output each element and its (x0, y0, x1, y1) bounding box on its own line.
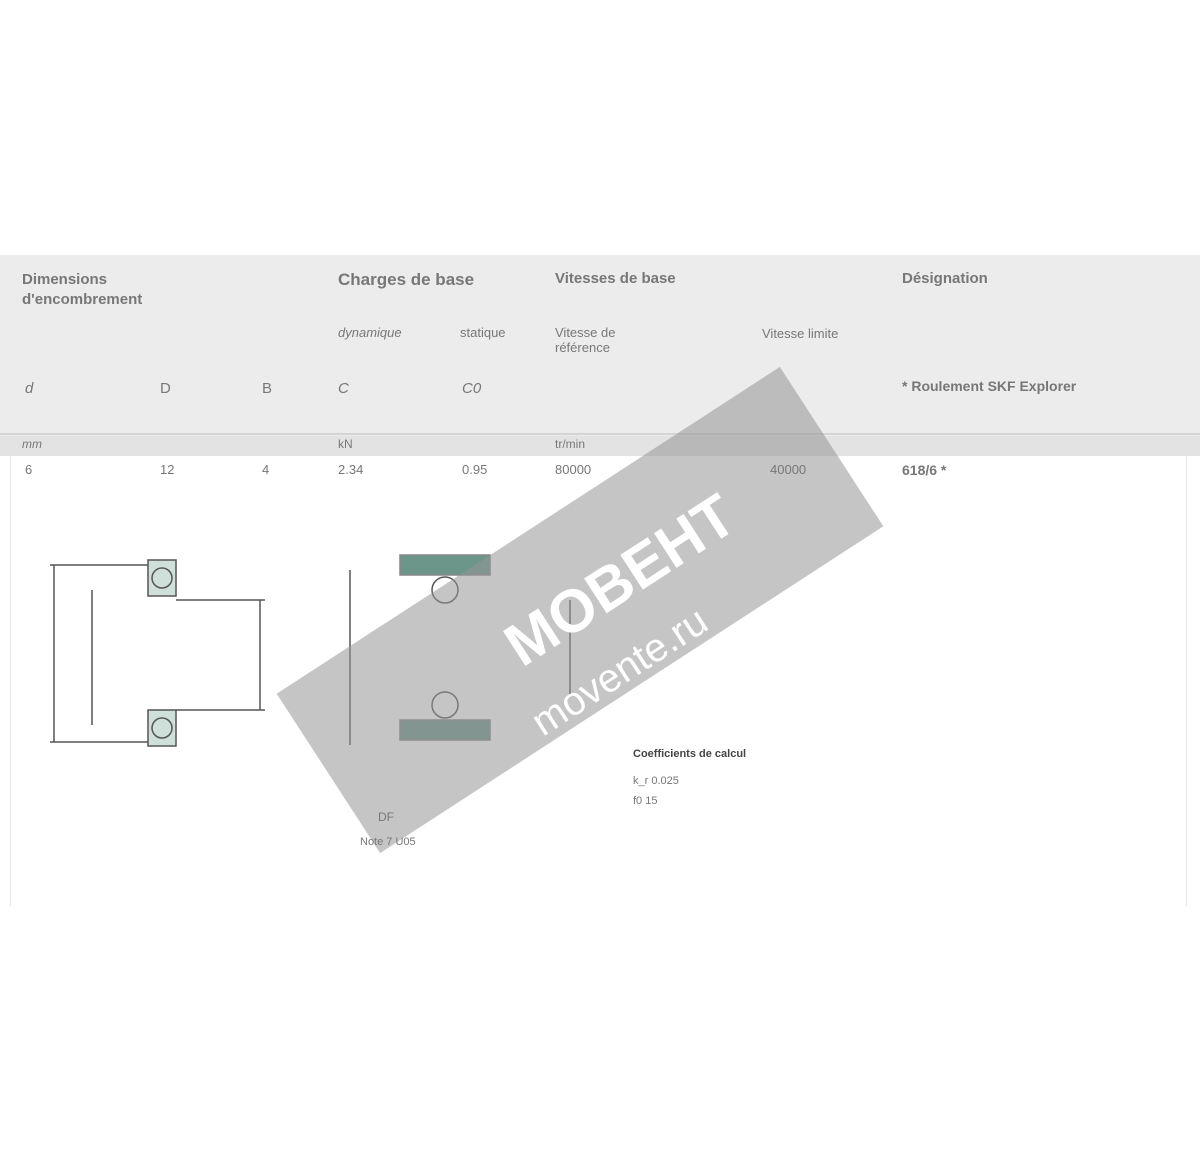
header-speeds: Vitesses de base (555, 270, 676, 287)
cell-C: 2.34 (338, 462, 364, 477)
cell-ref-speed: 80000 (555, 462, 592, 477)
detail-panel (10, 456, 1187, 906)
header-limit-speed: Vitesse limite (762, 326, 839, 341)
bearing-section-drawing (50, 559, 265, 747)
cell-limit-speed: 40000 (770, 462, 807, 477)
col-C0: C0 (462, 380, 482, 397)
cell-d: 6 (25, 462, 33, 477)
calc-k: k_r 0.025 (633, 775, 679, 787)
col-D: D (160, 380, 171, 397)
calc-title: Coefficients de calcul (633, 748, 747, 760)
header-designation: Désignation (902, 270, 988, 287)
cell-B: 4 (262, 462, 270, 477)
col-C: C (338, 380, 349, 397)
cell-C0: 0.95 (462, 462, 488, 477)
header-loads: Charges de base (338, 270, 475, 289)
unit-mm: mm (22, 437, 42, 451)
header-ref-speed: Vitesse de référence (555, 325, 616, 355)
header-static: statique (460, 325, 506, 340)
units-row (0, 436, 1200, 456)
col-B: B (262, 380, 273, 397)
cell-designation[interactable]: 618/6 * (902, 462, 947, 478)
cell-D: 12 (160, 462, 175, 477)
table-header (0, 255, 1200, 455)
explorer-note: * Roulement SKF Explorer (902, 378, 1077, 394)
col-d: d (25, 380, 34, 397)
drawing-label: DF (378, 810, 394, 824)
unit-kn: kN (338, 437, 353, 451)
drawing-note: Note 7 U05 (360, 836, 416, 848)
header-dimensions: Dimensions d'encombrement (22, 271, 143, 308)
calc-f0: f0 15 (633, 795, 658, 807)
header-dynamic: dynamique (338, 325, 402, 340)
unit-rpm: tr/min (555, 437, 585, 451)
divider (0, 433, 1200, 435)
